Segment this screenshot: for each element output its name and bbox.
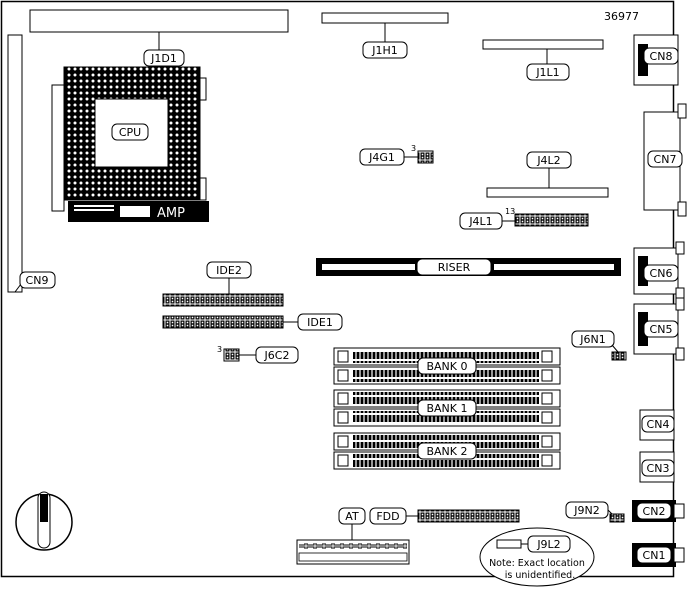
ide1-header (162, 315, 284, 329)
dimm-slot (333, 366, 561, 385)
at-power-connector (296, 539, 410, 565)
bank1-label: BANK 1 (426, 402, 467, 415)
j1l1-label: J1L1 (535, 66, 559, 79)
j6c2-pin1: 3 (217, 345, 222, 354)
cn5-label-box (643, 320, 679, 338)
diagram-id: 36977 (604, 10, 639, 23)
cn2-label: CN2 (643, 505, 666, 518)
cn3-label-box (641, 459, 675, 477)
cn2-connector: CN2 (632, 500, 685, 522)
cn4-label-box (641, 415, 675, 433)
cn8-label-box (643, 47, 679, 65)
cn6-connector: CN6 (633, 241, 685, 301)
j6c2-header (223, 348, 240, 362)
j4l2-label: J4L2 (536, 154, 560, 167)
j1d1-label: J1D1 (150, 52, 177, 65)
j6n1-label-box (571, 330, 615, 348)
cn3-connector: CN3 (639, 451, 675, 483)
j9l2-connector (496, 539, 522, 549)
j1h1-slot (321, 12, 449, 24)
riser-label-box (416, 258, 492, 276)
cn9-connector (7, 34, 23, 293)
j9l2-label-box (527, 535, 571, 553)
j6n1-label: J6N1 (579, 333, 605, 346)
fdd-label: FDD (376, 510, 399, 523)
cn2-label-box (636, 502, 672, 520)
cn1-label: CN1 (643, 549, 666, 562)
bank2-label: BANK 2 (426, 445, 467, 458)
cpu-label: CPU (119, 126, 141, 139)
bank2-label-box (417, 442, 477, 460)
cn6-label: CN6 (650, 267, 673, 280)
note-line-1: Note: Exact location (489, 558, 585, 569)
cn5-label: CN5 (650, 323, 673, 336)
j9n2-label: J9N2 (573, 504, 599, 517)
bank0-label: BANK 0 (426, 360, 467, 373)
riser-label: RISER (438, 261, 471, 274)
cn1-label-box (636, 546, 672, 564)
cn7-connector: CN7 (643, 103, 687, 217)
j1l1-slot (482, 39, 604, 50)
j1h1-label-box (362, 41, 408, 59)
bank1-label-box (417, 399, 477, 417)
j9l2-label: J9L2 (536, 538, 560, 551)
dimm-slot (333, 408, 561, 427)
fdd-header (417, 509, 520, 523)
j1d1-label-box (143, 49, 185, 67)
j6c2-label-box (255, 346, 299, 364)
j6n1-header (611, 351, 627, 361)
j1l1-label-box (526, 63, 570, 81)
j1h1-label: J1H1 (371, 44, 398, 57)
j4l1-header (514, 213, 589, 227)
cn9-label-box (19, 271, 56, 289)
j4g1-header (417, 150, 434, 164)
cn4-label: CN4 (647, 418, 670, 431)
cn6-label-box (643, 264, 679, 282)
cn4-connector: CN4 (639, 409, 675, 441)
cn5-connector: CN5 (633, 297, 685, 361)
j4l2-slot (486, 187, 609, 198)
bank0-label-box (417, 357, 477, 375)
note-line-2: is unidentified. (505, 570, 575, 581)
cn9-label: CN9 (26, 274, 49, 287)
j4l1-label: J4L1 (468, 215, 492, 228)
cn7-label: CN7 (654, 153, 677, 166)
j9n2-header (609, 513, 625, 523)
j6c2-label: J6C2 (264, 349, 290, 362)
ide1-label: IDE1 (307, 316, 333, 329)
j1d1-slot (29, 9, 289, 33)
ide1-label-box (297, 313, 343, 331)
amp-label: AMP (157, 206, 185, 221)
cn8-label: CN8 (650, 50, 673, 63)
j4l1-pin1: 13 (505, 207, 515, 216)
j4g1-pin1: 3 (411, 144, 416, 153)
j4g1-label: J4G1 (368, 151, 395, 164)
battery (15, 491, 73, 551)
ide2-header (162, 293, 284, 307)
at-label: AT (345, 510, 359, 523)
cn8-connector: CN8 (633, 34, 679, 86)
cn3-label: CN3 (647, 462, 670, 475)
cn7-label-box (647, 150, 683, 168)
cn1-connector: CN1 (632, 543, 685, 567)
ide2-label: IDE2 (216, 264, 242, 277)
cpu-socket: CPU AMP (51, 66, 209, 222)
